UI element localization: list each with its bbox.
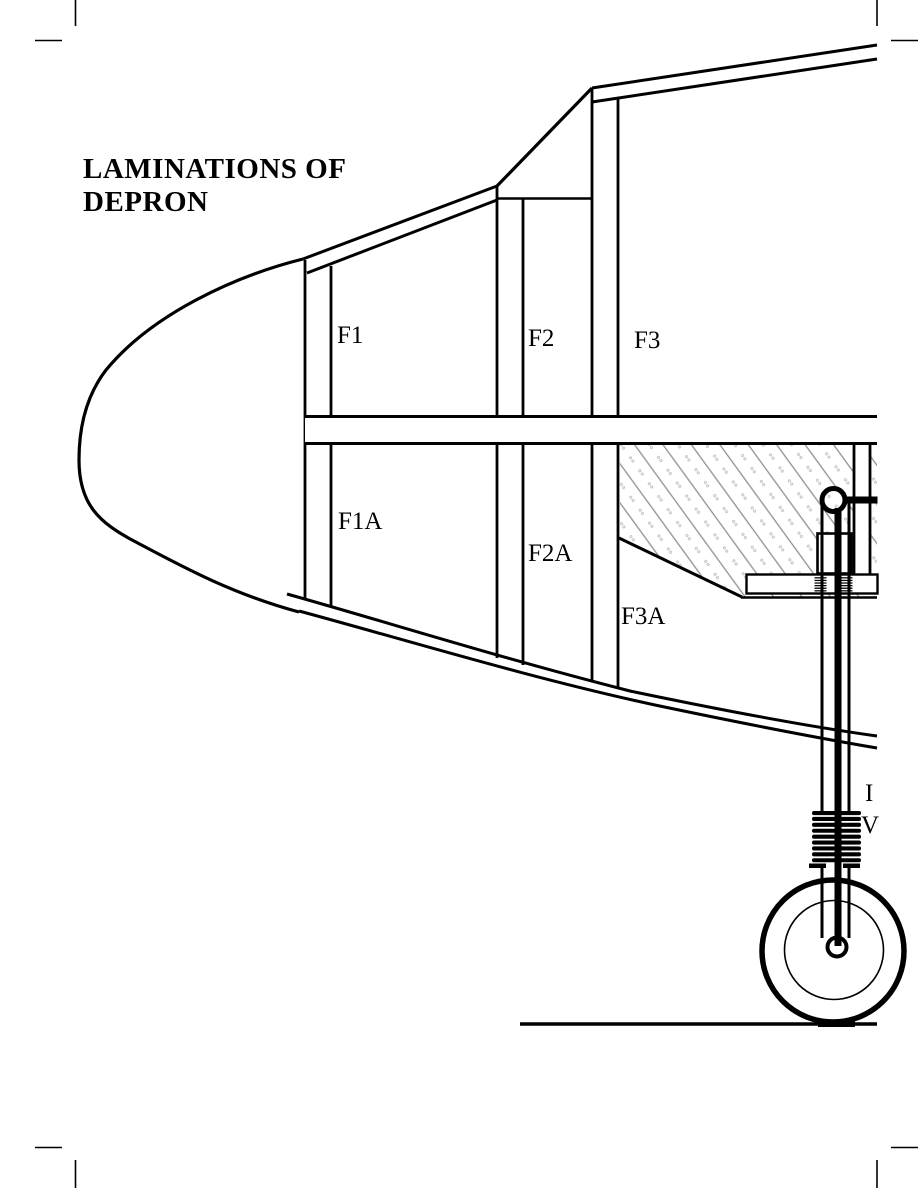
gear-torque-rod xyxy=(843,496,878,504)
nose-outline xyxy=(77,257,304,614)
former-label-f1: F1 xyxy=(337,322,364,349)
gear-mount-plate xyxy=(745,573,879,595)
windshield-line xyxy=(495,86,594,188)
clipped-edge-label-line2: V xyxy=(861,812,880,839)
plan-note: LAMINATIONS OF DEPRON xyxy=(83,153,346,219)
former-label-f3a: F3A xyxy=(621,603,666,630)
former-label-f1a: F1A xyxy=(338,508,383,535)
former-label-f3: F3 xyxy=(634,327,661,354)
plan-note-line1: LAMINATIONS OF xyxy=(83,153,347,185)
plan-note-line2: DEPRON xyxy=(83,186,209,218)
crutch-stringer-band xyxy=(305,415,877,445)
former-label-f2: F2 xyxy=(528,325,555,352)
former-label-f2a: F2A xyxy=(528,540,573,567)
wheel xyxy=(759,877,907,1025)
clipped-edge-label-line1: I xyxy=(865,780,874,807)
crop-marks xyxy=(35,0,918,1188)
gear-spring-coil xyxy=(812,811,861,863)
bottom-sheeting xyxy=(286,592,878,750)
nose-top-deck xyxy=(302,184,498,275)
spring-end-caps xyxy=(809,863,860,868)
plate-coil-right xyxy=(840,576,853,593)
hatched-wing-saddle xyxy=(618,445,877,599)
former-f4-strip xyxy=(852,445,872,574)
rear-top-deck xyxy=(591,43,878,104)
former-f3-f3a xyxy=(590,88,620,688)
ground-line xyxy=(520,1021,877,1027)
